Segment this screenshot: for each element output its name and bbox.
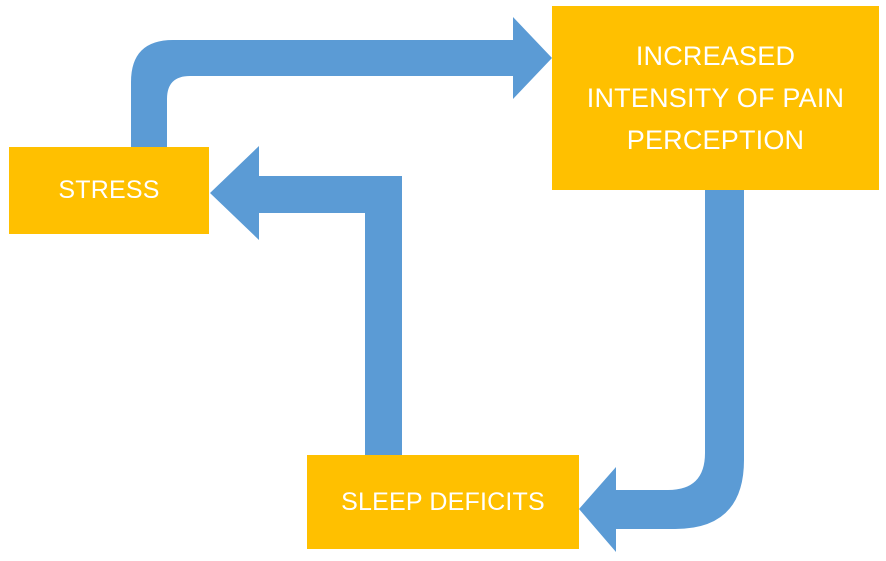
node-pain-label: INCREASED INTENSITY OF PAIN PERCEPTION <box>587 35 844 161</box>
node-stress: STRESS <box>9 147 209 234</box>
node-pain-label-line-3: PERCEPTION <box>626 125 805 155</box>
arrow-sleep-to-stress <box>210 146 402 455</box>
node-sleep-deficits: SLEEP DEFICITS <box>307 455 579 549</box>
arrow-stress-to-pain <box>131 17 552 147</box>
node-sleep-label: SLEEP DEFICITS <box>341 487 545 516</box>
node-increased-pain-perception: INCREASED INTENSITY OF PAIN PERCEPTION <box>552 6 879 190</box>
node-pain-label-line-2: INTENSITY OF PAIN <box>586 83 845 113</box>
node-pain-label-line-1: INCREASED <box>635 41 796 71</box>
node-stress-label: STRESS <box>58 176 160 204</box>
arrow-pain-to-sleep <box>579 190 744 552</box>
